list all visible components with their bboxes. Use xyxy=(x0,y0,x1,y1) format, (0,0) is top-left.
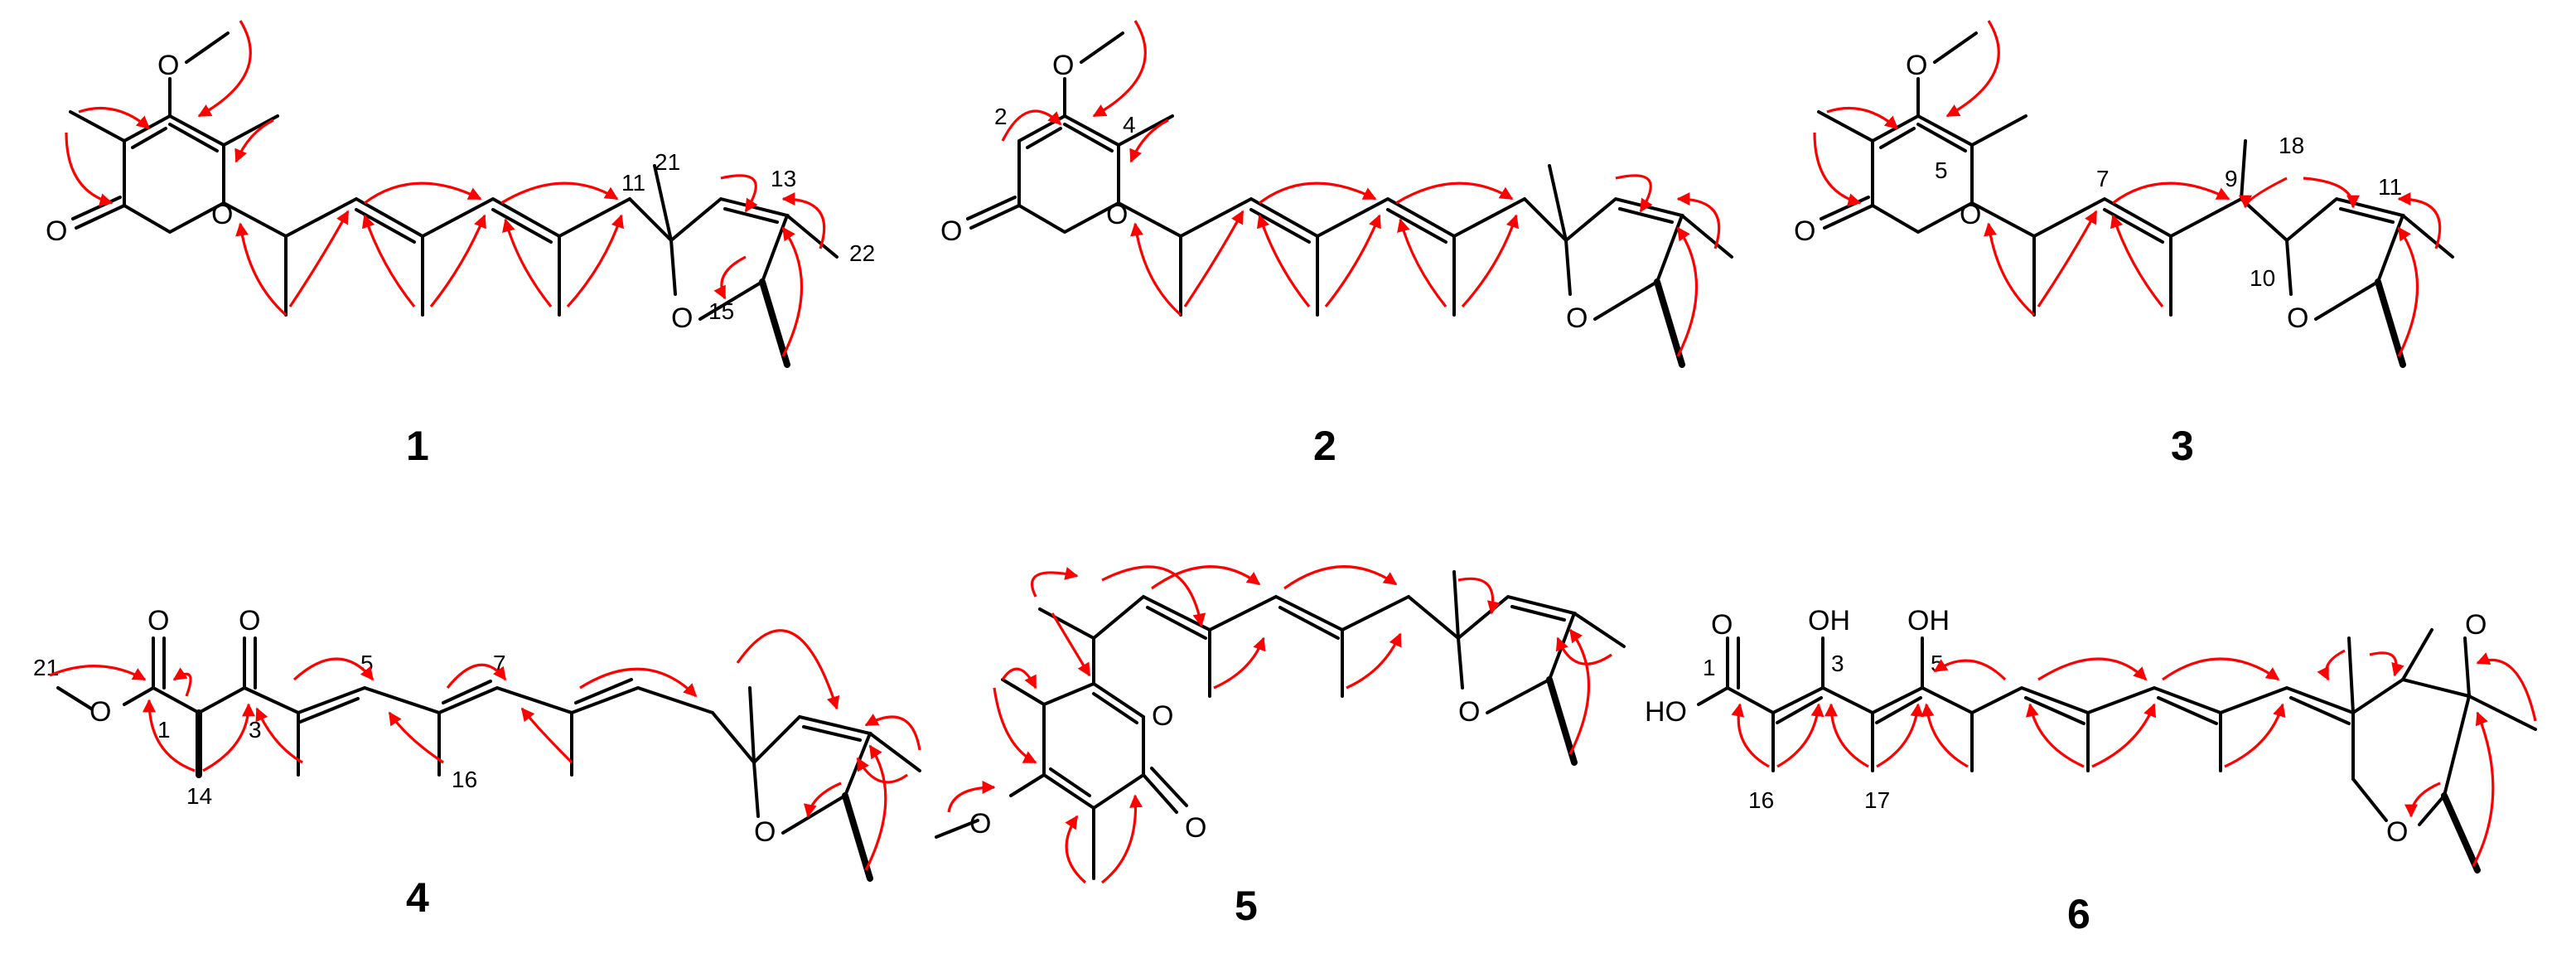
compound-2-bonds xyxy=(966,31,1733,368)
atom-label-O: O xyxy=(46,215,67,247)
atom-label-O: O xyxy=(1794,215,1815,247)
atom-label-OH: OH xyxy=(1808,605,1850,636)
compound-3-hmbc-arrows xyxy=(1813,20,2442,357)
atom-label-O: O xyxy=(157,50,179,81)
compound-1-structure: O O O O 11 21 13 22 15 1 xyxy=(46,20,875,469)
compound-4-bonds xyxy=(56,636,921,882)
atom-label-O: O xyxy=(1052,50,1074,81)
atom-label-O: O xyxy=(2465,609,2487,641)
compound-3-bonds xyxy=(1817,31,2454,368)
compound-2-hmbc-arrows xyxy=(1001,20,1721,357)
carbon-number: 11 xyxy=(2378,174,2402,200)
atom-label-O: O xyxy=(1106,199,1128,230)
atom-label-O: O xyxy=(1960,199,1981,230)
atom-label-O: O xyxy=(211,199,233,230)
carbon-number: 2 xyxy=(994,104,1008,129)
carbon-number: 4 xyxy=(1123,112,1136,138)
carbon-number: 18 xyxy=(2279,133,2304,158)
carbon-number: 14 xyxy=(186,783,212,809)
compound-5-structure: O O O O 5 xyxy=(935,565,1626,929)
carbon-number: 1 xyxy=(157,717,171,743)
atom-label-O: O xyxy=(1711,609,1733,641)
atom-label-O: O xyxy=(1152,700,1173,732)
atom-label-O: O xyxy=(89,696,111,728)
atom-label-O: O xyxy=(671,302,693,334)
compound-6-structure: O HO OH OH O O 1 3 5 16 17 6 xyxy=(1645,605,2537,937)
carbon-number: 16 xyxy=(1748,787,1774,813)
compound-2-structure: O O O O 2 4 2 xyxy=(940,20,1733,469)
atom-label-O: O xyxy=(1185,812,1206,844)
atom-label-O: O xyxy=(239,605,260,636)
carbon-number: 1 xyxy=(1703,655,1716,680)
carbon-number: 3 xyxy=(1831,651,1844,676)
atom-label-O: O xyxy=(969,808,991,840)
carbon-number: 3 xyxy=(249,717,262,743)
compound-label: 4 xyxy=(406,874,429,921)
carbon-number: 16 xyxy=(452,767,477,792)
carbon-number: 22 xyxy=(849,240,875,266)
compound-6-bonds xyxy=(1697,628,2537,873)
compound-label: 2 xyxy=(1313,423,1336,469)
compound-1-hmbc-arrows xyxy=(65,20,826,357)
atom-label-O: O xyxy=(940,215,962,247)
carbon-number: 7 xyxy=(2096,166,2110,191)
compound-6-hmbc-arrows xyxy=(1731,649,2537,867)
compound-3-structure: O O O O 7 9 18 11 5 10 3 xyxy=(1794,20,2454,469)
compound-5-hmbc-arrows xyxy=(947,565,1612,884)
compound-4-hmbc-arrows xyxy=(49,629,921,871)
carbon-number: 9 xyxy=(2225,166,2238,191)
carbon-number: 13 xyxy=(771,166,796,191)
carbon-number: 5 xyxy=(1931,651,1944,676)
carbon-number: 21 xyxy=(655,149,680,175)
compound-5-bonds xyxy=(935,570,1626,880)
atom-label-O: O xyxy=(2386,816,2408,848)
compound-label: 6 xyxy=(2067,891,2090,937)
atom-label-O: O xyxy=(2287,302,2308,334)
atom-label-O: O xyxy=(1458,696,1480,728)
compound-label: 5 xyxy=(1235,883,1258,929)
atom-label-OH: OH xyxy=(1907,605,1950,636)
atom-label-O: O xyxy=(754,816,776,848)
carbon-number: 11 xyxy=(621,170,645,196)
compound-4-structure: O O O O 21 1 3 14 5 7 16 4 xyxy=(33,605,921,921)
carbon-number: 5 xyxy=(1935,157,1948,183)
carbon-number: 15 xyxy=(708,298,734,324)
atom-label-HO: HO xyxy=(1645,696,1687,728)
carbon-number: 17 xyxy=(1864,787,1890,813)
carbon-number: 10 xyxy=(2250,265,2275,291)
compound-label: 1 xyxy=(406,423,429,469)
compound-label: 3 xyxy=(2171,423,2194,469)
carbon-number: 21 xyxy=(33,655,59,680)
atom-label-O: O xyxy=(1566,302,1588,334)
atom-label-O: O xyxy=(1906,50,1927,81)
atom-label-O: O xyxy=(147,605,169,636)
